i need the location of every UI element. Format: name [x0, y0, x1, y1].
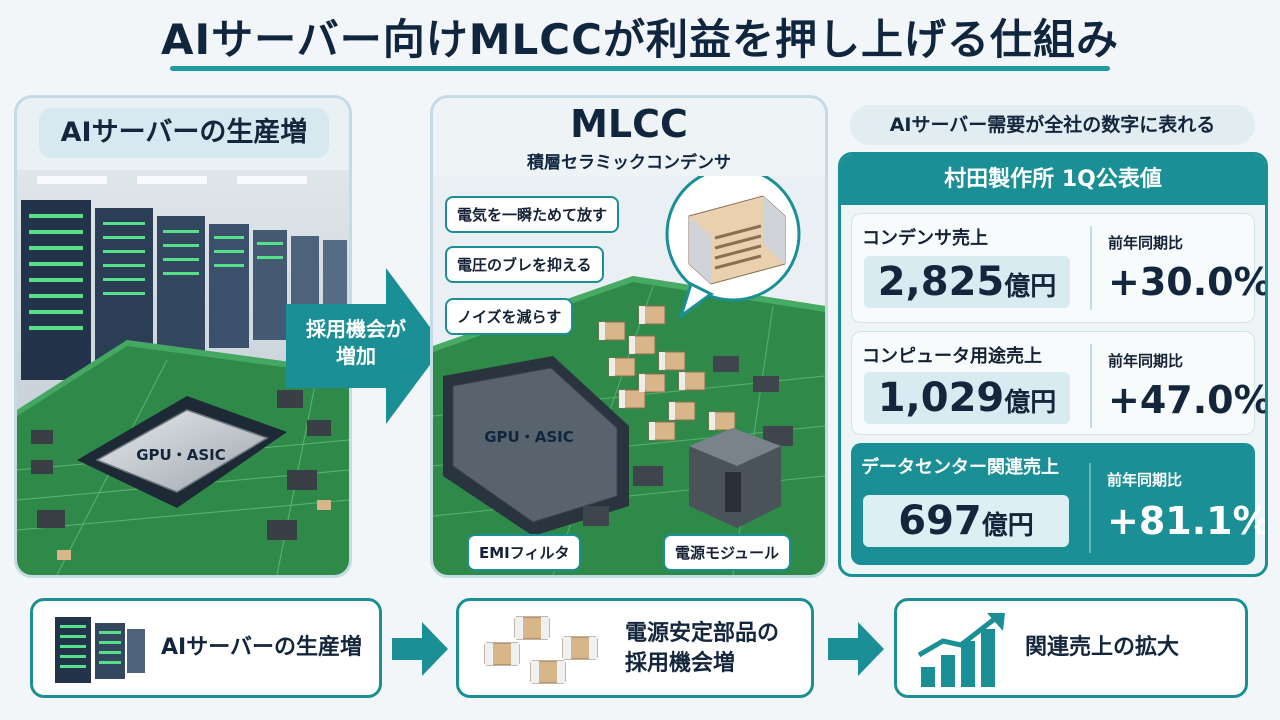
flow-step-adoption: 電源安定部品の 採用機会増: [456, 598, 814, 698]
flow-step3-label: 関連売上の拡大: [1025, 635, 1180, 660]
capacitor-parts-icon: [484, 616, 598, 684]
panel-murata-figures: 村田製作所 1Q公表値 コンデンサ売上 2,825億円 前年同期比 +30.0%…: [838, 152, 1268, 577]
flow-step1-label: AIサーバーの生産増: [161, 635, 362, 660]
title-underline: [170, 66, 1110, 71]
flow-arrow-icon: [392, 622, 448, 676]
stat-label: データセンター関連売上: [861, 457, 1059, 478]
mlcc-magnified-icon: [688, 195, 786, 285]
stat-divider: [1090, 344, 1092, 428]
callout-emi-filter: EMIフィルタ: [467, 534, 582, 571]
murata-band: 村田製作所 1Q公表値: [841, 155, 1265, 205]
stat-capacitor-sales: コンデンサ売上 2,825億円 前年同期比 +30.0%: [851, 213, 1265, 323]
flow-step-production: AIサーバーの生産増: [30, 598, 382, 698]
panel-left-heading: AIサーバーの生産増: [39, 108, 329, 158]
right-heading: AIサーバー需要が全社の数字に表れる: [850, 105, 1255, 145]
increase-arrow: [286, 268, 444, 424]
mlcc-component-icon: [598, 305, 736, 441]
flow-step-sales-growth: 関連売上の拡大: [894, 598, 1248, 698]
stat-yoy-value: +81.1%: [1107, 499, 1268, 543]
increase-arrow-label: 採用機会が 増加: [306, 317, 406, 368]
callout-power-module: 電源モジュール: [663, 534, 791, 571]
stat-datacenter-sales: データセンター関連売上 697億円 前年同期比 +81.1%: [851, 443, 1265, 565]
stat-yoy-label: 前年同期比: [1107, 471, 1183, 489]
server-rack-icon: [55, 617, 145, 683]
growth-chart-icon: [917, 613, 1005, 687]
stat-label: コンピュータ用途売上: [862, 346, 1042, 367]
callout-reduce-noise: ノイズを減らす: [445, 298, 574, 335]
stat-yoy-value: +30.0%: [1108, 260, 1268, 304]
flow-step2-label: 電源安定部品の 採用機会増: [625, 621, 780, 676]
flow-arrow-icon: [828, 622, 884, 676]
gpu-chip-label: GPU・ASIC: [136, 446, 226, 464]
stat-yoy-label: 前年同期比: [1108, 352, 1184, 370]
power-module-icon: [689, 428, 781, 528]
panel-mlcc: MLCC 積層セラミックコンデンサ GPU・ASIC: [430, 95, 828, 578]
stat-computer-sales: コンピュータ用途売上 1,029億円 前年同期比 +47.0%: [851, 331, 1265, 435]
mlcc-subtitle: 積層セラミックコンデンサ: [527, 153, 731, 173]
stat-divider: [1089, 463, 1091, 553]
mlcc-board-illustration: GPU・ASIC: [433, 176, 825, 575]
stat-value: 2,825億円: [864, 256, 1070, 308]
server-rack-icon: [21, 200, 347, 380]
stat-label: コンデンサ売上: [862, 228, 988, 249]
stat-yoy-label: 前年同期比: [1108, 234, 1184, 252]
stat-divider: [1090, 226, 1092, 310]
mlcc-title: MLCC: [570, 102, 688, 146]
callout-store-release: 電気を一瞬ためて放す: [445, 196, 620, 233]
stat-value: 1,029億円: [864, 372, 1070, 424]
stat-yoy-value: +47.0%: [1108, 378, 1268, 422]
page-title: AIサーバー向けMLCCが利益を押し上げる仕組み: [161, 15, 1119, 64]
stat-value: 697億円: [863, 495, 1069, 547]
callout-suppress-voltage: 電圧のブレを抑える: [445, 246, 604, 283]
mid-gpu-chip-label: GPU・ASIC: [484, 428, 574, 446]
